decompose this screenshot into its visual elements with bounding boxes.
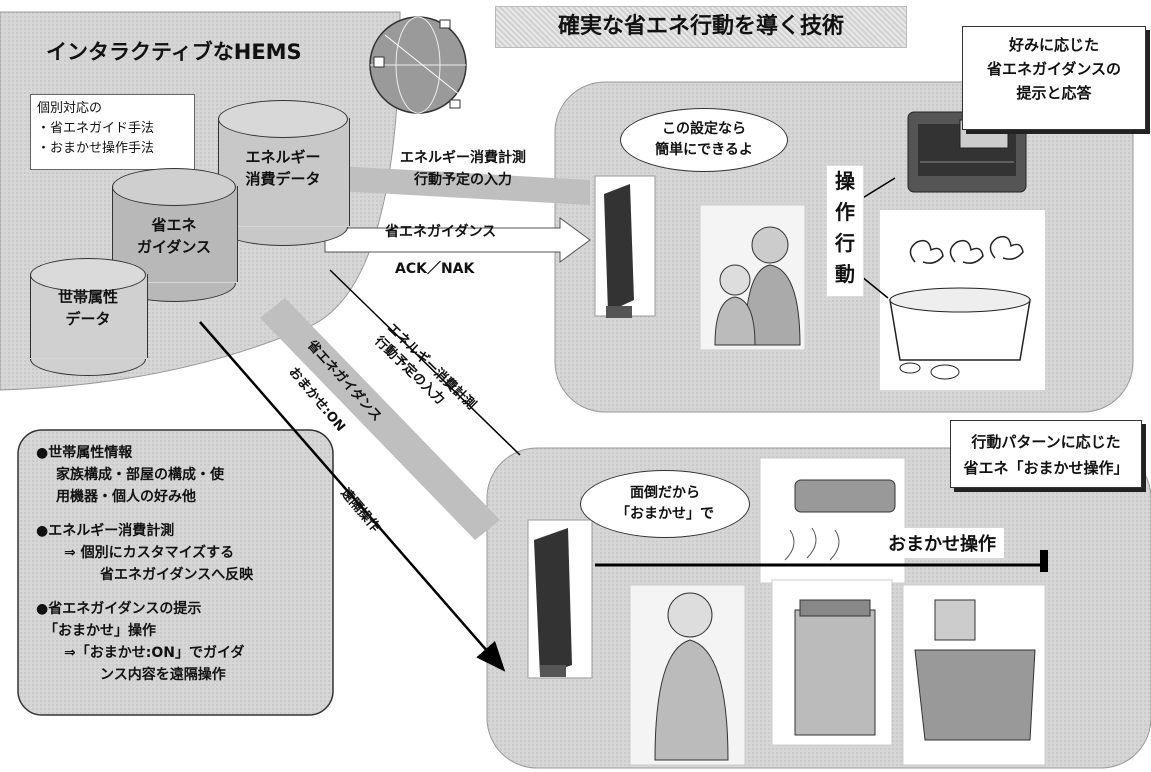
top-speech-bubble: この設定なら 簡単にできるよ [620,108,788,172]
method-note-box: 個別対応の ・省エネガイド手法 ・おまかせ操作手法 [30,94,195,170]
tablet-icon-top [594,175,656,318]
info-item-line: ⇒ 個別にカスタマイズする [64,545,235,561]
energy-data-label: エネルギー [245,148,321,166]
bottom-callout: 行動パターンに応じた 省エネ「おまかせ操作」 [950,420,1142,488]
energy-data-label: 消費データ [245,170,321,188]
callout-line: 省エネ「おまかせ操作」 [963,459,1129,477]
info-item-line: 用機器・個人の好み他 [56,489,196,505]
energy-data-cylinder: エネルギー 消費データ [218,100,350,246]
globe-icon [369,16,467,114]
action-char: 動 [835,262,855,286]
callout-line: 好みに応じた [1008,36,1099,54]
guidance-label: ガイダンス [136,238,212,256]
callout-line: 省エネガイダンスの [986,60,1122,78]
info-item-line: 省エネガイダンスへ反映 [100,567,254,583]
tablet-icon-bottom [527,519,593,679]
info-item-line: ンス内容を遠隔操作 [100,667,226,683]
info-item-head: ●世帯属性情報 [36,445,133,461]
man-illustration [629,584,746,766]
arrow-guidance-label: 省エネガイダンス [385,224,497,240]
page-title: 確実な省エネ行動を導く技術 [495,6,907,48]
arrow-remote [199,321,506,672]
arrow-guidance-diag [260,298,500,540]
action-char: 行 [835,231,855,255]
info-item-head: ●エネルギー消費計測 [36,523,175,539]
action-char: 作 [835,200,855,224]
bath-icon-bottom [902,584,1046,766]
bubble-line: 簡単にできるよ [655,142,753,158]
info-item-line: 家族構成・部屋の構成・使 [56,467,224,483]
callout-line: 提示と応答 [1016,84,1092,102]
note-line: ・おまかせ操作手法 [37,141,155,156]
info-panel [17,429,334,716]
action-char: 操 [835,169,855,193]
bubble-line: 面倒だから [630,485,700,501]
bubble-line: 「おまかせ」で [616,506,714,522]
info-item: ●エネルギー消費計測 ⇒ 個別にカスタマイズする 省エネガイダンスへ反映 [36,520,326,586]
info-item-head: ●省エネガイダンスの提示 [36,601,202,617]
ack-nak-label: ACK／NAK [395,261,475,277]
guidance-label: 省エネ [151,216,197,234]
arrow-label-line: 行動予定の入力 [414,172,512,188]
top-callout: 好みに応じた 省エネガイダンスの 提示と応答 [962,26,1146,130]
family-illustration [699,204,806,351]
callout-line: 行動パターンに応じた [971,433,1121,451]
arrow-label-line: エネルギー消費計測 [400,150,526,166]
note-line: ・省エネガイド手法 [37,121,155,136]
arrow-guidance [324,217,591,263]
bathtub-icon [880,210,1045,390]
info-item-line: 「おまかせ」操作 [44,623,156,639]
household-label: 世帯属性 [57,288,118,306]
hems-heading: インタラクティブなHEMS [46,40,302,64]
air-conditioner-icon [759,457,906,584]
note-line: 個別対応の [37,101,103,116]
info-item: ●省エネガイダンスの提示 「おまかせ」操作 ⇒「おまかせ:ON」でガイダ ンス内… [36,598,326,686]
action-label: 操 作 行 動 [826,165,864,297]
info-item-line: ⇒「おまかせ:ON」でガイダ [64,645,245,661]
arrow-input-top-label: エネルギー消費計測 行動予定の入力 [400,147,526,191]
arrow-input-diag [329,269,521,456]
household-label: データ [65,310,111,328]
bottom-speech-bubble: 面倒だから 「おまかせ」で [580,470,750,538]
omakase-label: おまかせ操作 [880,528,1004,558]
heater-icon [907,111,1027,193]
omakase-line-end [1040,550,1048,572]
household-cylinder: 世帯属性 データ [30,258,148,376]
arrow-input-top [320,165,590,205]
washing-machine-icon [771,579,893,746]
bubble-line: この設定なら [662,121,746,137]
info-item: ●世帯属性情報 家族構成・部屋の構成・使 用機器・個人の好み他 [36,442,326,508]
info-box-text: ●世帯属性情報 家族構成・部屋の構成・使 用機器・個人の好み他 ●エネルギー消費… [36,442,326,686]
guidance-cylinder: 省エネ ガイダンス [112,168,238,302]
